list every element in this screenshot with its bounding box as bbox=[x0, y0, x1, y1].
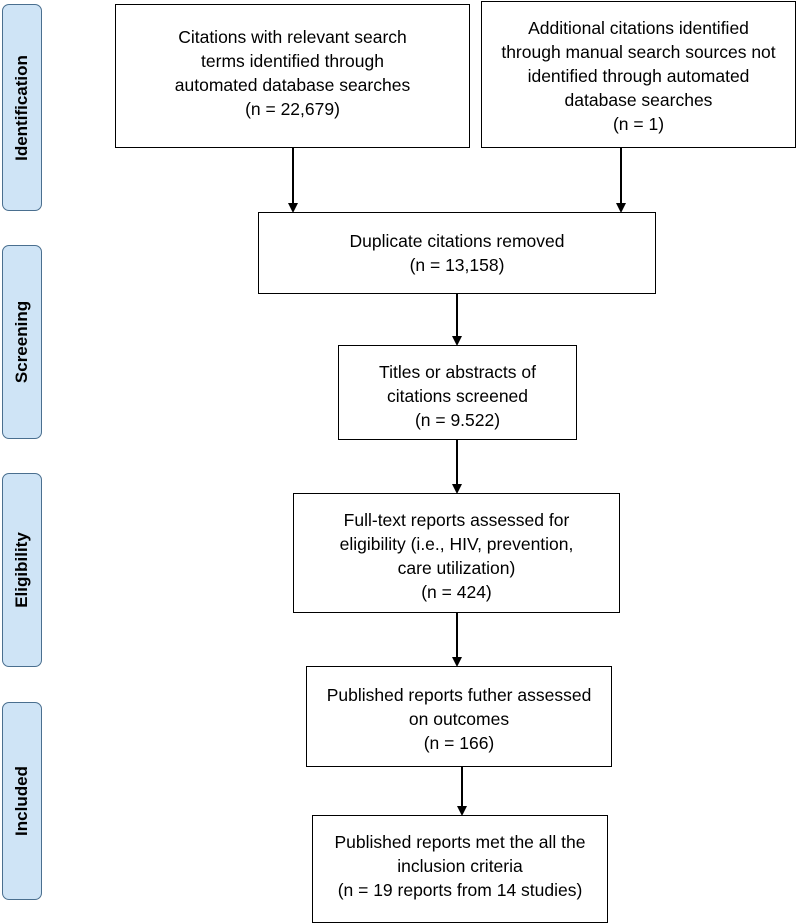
stage-identification: Identification bbox=[2, 4, 42, 211]
automated-search-box: Citations with relevant search terms ide… bbox=[115, 4, 470, 148]
titles-screened-box: Titles or abstracts of citations screene… bbox=[338, 345, 577, 440]
box-text-line: inclusion criteria bbox=[397, 856, 523, 876]
box-text-line: Citations with relevant search bbox=[178, 27, 407, 47]
duplicates-removed-box: Duplicate citations removed (n = 13,158) bbox=[258, 212, 656, 294]
box-text-line: Published reports futher assessed bbox=[326, 685, 592, 705]
stage-included: Included bbox=[2, 702, 42, 900]
box-text-line: citations screened bbox=[386, 386, 529, 406]
stage-eligibility: Eligibility bbox=[2, 473, 42, 667]
box-count: (n = 9.522) bbox=[414, 410, 501, 430]
box-text-line: Full-text reports assessed for bbox=[343, 510, 570, 530]
box-count: (n = 19 reports from 14 studies) bbox=[337, 880, 583, 900]
box-count: (n = 166) bbox=[423, 733, 495, 753]
box-count: (n = 22,679) bbox=[245, 99, 340, 119]
box-text-line: on outcomes bbox=[408, 709, 510, 729]
box-text-line: Published reports met the all the bbox=[334, 832, 586, 852]
box-text-line: through manual search sources not bbox=[501, 42, 776, 62]
box-text-line: eligibility (i.e., HIV, prevention, bbox=[339, 534, 574, 554]
included-box: Published reports met the all the inclus… bbox=[312, 815, 608, 923]
stage-screening: Screening bbox=[2, 245, 42, 439]
box-count: (n = 424) bbox=[421, 582, 492, 602]
outcomes-box: Published reports futher assessed on out… bbox=[306, 666, 612, 767]
box-text-line: database searches bbox=[564, 90, 713, 110]
box-text-line: Titles or abstracts of bbox=[379, 362, 536, 382]
box-text-line: Duplicate citations removed bbox=[349, 231, 565, 251]
full-text-box: Full-text reports assessed for eligibili… bbox=[293, 493, 620, 613]
box-text-line: Additional citations identified bbox=[528, 18, 749, 38]
box-text-line: identified through automated bbox=[527, 66, 750, 86]
box-text-line: terms identified through bbox=[201, 51, 384, 71]
box-text-line: care utilization) bbox=[397, 558, 516, 578]
box-count: (n = 13,158) bbox=[409, 255, 505, 275]
box-text-line: automated database searches bbox=[174, 75, 411, 95]
manual-search-box: Additional citations identified through … bbox=[481, 1, 796, 148]
box-count: (n = 1) bbox=[612, 114, 665, 134]
